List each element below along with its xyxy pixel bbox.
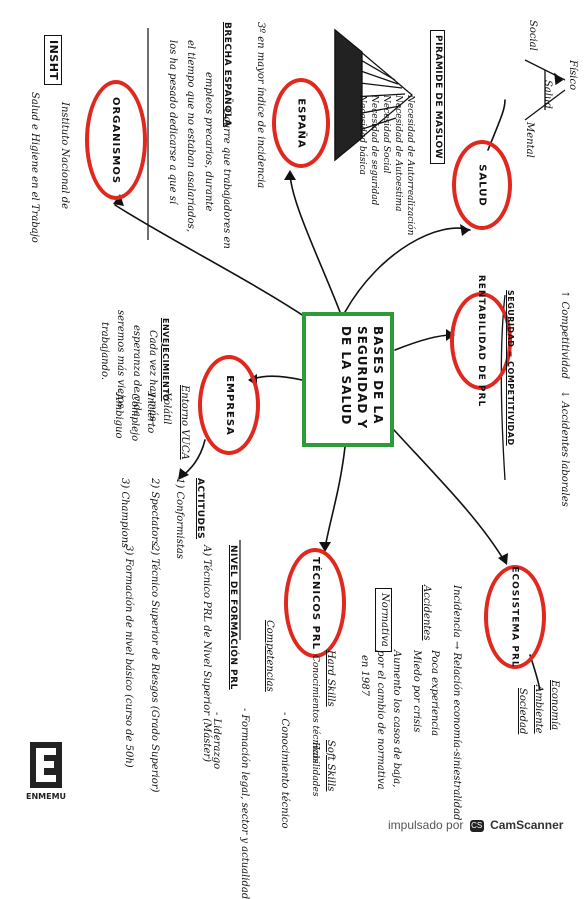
footer-prefix: impulsado por [388, 818, 464, 832]
node-salud-label: SALUD [476, 163, 488, 207]
vuca-title: Entorno VUCA [179, 385, 190, 460]
vuca-item-3: -Complejo [129, 390, 140, 442]
rentabilidad-item-2: ↓ Accidentes laborales [559, 390, 570, 507]
normativa-line-2: por el cambio de normativa [375, 650, 386, 790]
node-organismos: ORGANISMOS [85, 80, 147, 200]
normativa-title: Normativa [375, 588, 392, 652]
accidentes-title: Accidentes [421, 585, 432, 641]
maslow-level-1: Necesidad de Autorrealización [405, 95, 415, 236]
brecha-line-2: empleos precarios, durante [203, 72, 214, 212]
actitudes-item-3: 3) Champions [119, 478, 130, 549]
mindmap-connectors [113, 28, 566, 691]
node-ecosistema-label: ECOSISTEMA PRL [510, 566, 521, 668]
camscanner-watermark: impulsado por CS CamScanner [388, 818, 563, 832]
node-espana-label: ESPAÑA [295, 97, 307, 149]
brecha-line-1: Ocurre que trabajadores en [221, 108, 232, 249]
accidentes-item-2: Miedo por crisis [411, 650, 422, 733]
vuca-item-4: -Ambiguo [113, 390, 124, 439]
enmemu-logo-mark: ENMEMU [26, 742, 66, 801]
insht-name-1: Instituto Nacional de [59, 102, 70, 210]
competencias-title: Competencias [264, 620, 275, 692]
maslow-level-5: Necesidad básica [357, 95, 367, 175]
normativa-line-3: en 1987 [359, 655, 370, 696]
rentabilidad-item-1: ↑ Competitividad [559, 290, 570, 380]
footer-brand: CamScanner [490, 818, 564, 832]
pillar-sociedad: Sociedad [517, 688, 528, 735]
node-salud: SALUD [452, 140, 512, 230]
competencia-1: - Conocimiento técnico [279, 712, 290, 829]
node-rentabilidad-label: RENTABILIDAD DE PRL [476, 274, 486, 408]
maslow-level-3: Necesidad Social [381, 95, 391, 174]
actitudes-item-1: 1) Conformistas [174, 478, 185, 559]
node-ecosistema: ECOSISTEMA PRL [484, 565, 546, 669]
ecosistema-incidencia: Incidencia → Relación economía-siniestra… [451, 585, 462, 821]
pillar-economia: Economía [549, 680, 560, 731]
node-tecnicos-label: TÉCNICOS PRL [309, 556, 321, 650]
competencia-2: - Formación legal, sector y actualidad [239, 708, 250, 899]
vuca-item-1: -Volátil [161, 390, 172, 425]
maslow-level-2: Necesidad de Autoestima [393, 95, 403, 212]
nivel-item-2: 2) Técnico Superior de Riesgos (Grado Su… [149, 545, 160, 793]
maslow-title: PIRÁMIDE DE MASLOW [429, 30, 445, 165]
brecha-line-4: los ha pesado dedicarse a que sí [167, 40, 178, 205]
envejecimiento-title: ENVEJECIMIENTO [161, 318, 170, 402]
actitudes-item-2: 2) Spectators [149, 478, 160, 547]
normativa-line-1: Aumento los casos de baja, [391, 650, 402, 788]
central-topic-title: BASES DE LA SEGURIDAD Y DE LA SALUD [338, 326, 385, 430]
node-rentabilidad: RENTABILIDAD DE PRL [450, 275, 512, 407]
env-line-4: trabajando. [99, 322, 110, 381]
camscanner-icon: CS [469, 819, 484, 832]
enmemu-logo: ENMEMU [26, 742, 66, 802]
insht-acronym: INSHT [44, 35, 62, 86]
node-organismos-label: ORGANISMOS [110, 96, 122, 184]
enmemu-logo-text: ENMEMU [26, 792, 66, 801]
insht-name-2: Salud e Higiene en el Trabajo [29, 92, 40, 243]
node-tecnicos: TÉCNICOS PRL [284, 548, 346, 658]
nivel-formacion-title: NIVEL DE FORMACIÓN PRL [228, 545, 238, 690]
node-empresa: EMPRESA [198, 355, 260, 455]
pillar-ambiente: Ambiente [533, 685, 544, 734]
rentabilidad-title: SEGURIDAD = COMPETITIVIDAD [506, 290, 515, 446]
vuca-item-2: -Incierto [145, 390, 156, 434]
maslow-level-4: Necesidad de seguridad [369, 95, 379, 206]
node-empresa-label: EMPRESA [223, 374, 235, 436]
salud-dim-social: Social [527, 20, 538, 51]
accidentes-item-1: Poca experiencia [429, 650, 440, 737]
salud-dim-fisico: Físico [567, 60, 578, 91]
competencia-3: - Liderazgo [211, 712, 222, 770]
salud-dim-salud: Salud [542, 80, 553, 109]
nivel-item-3: 3) Formación de nivel básico (curso de 5… [123, 545, 134, 768]
central-topic-box: BASES DE LA SEGURIDAD Y DE LA SALUD [302, 312, 394, 447]
salud-dim-mental: Mental [524, 122, 535, 158]
soft-skills-label: Soft Skills [325, 740, 336, 792]
hard-skills-label: Hard Skills [325, 650, 336, 707]
node-espana: ESPAÑA [272, 78, 330, 168]
espana-stat: 3º en mayor índice de incidencia [255, 22, 266, 189]
actitudes-title: ACTITUDES [195, 478, 205, 540]
soft-skills-desc: Habilidades [310, 742, 320, 797]
brecha-line-3: el tiempo que no estaban asalariados, [185, 40, 196, 232]
